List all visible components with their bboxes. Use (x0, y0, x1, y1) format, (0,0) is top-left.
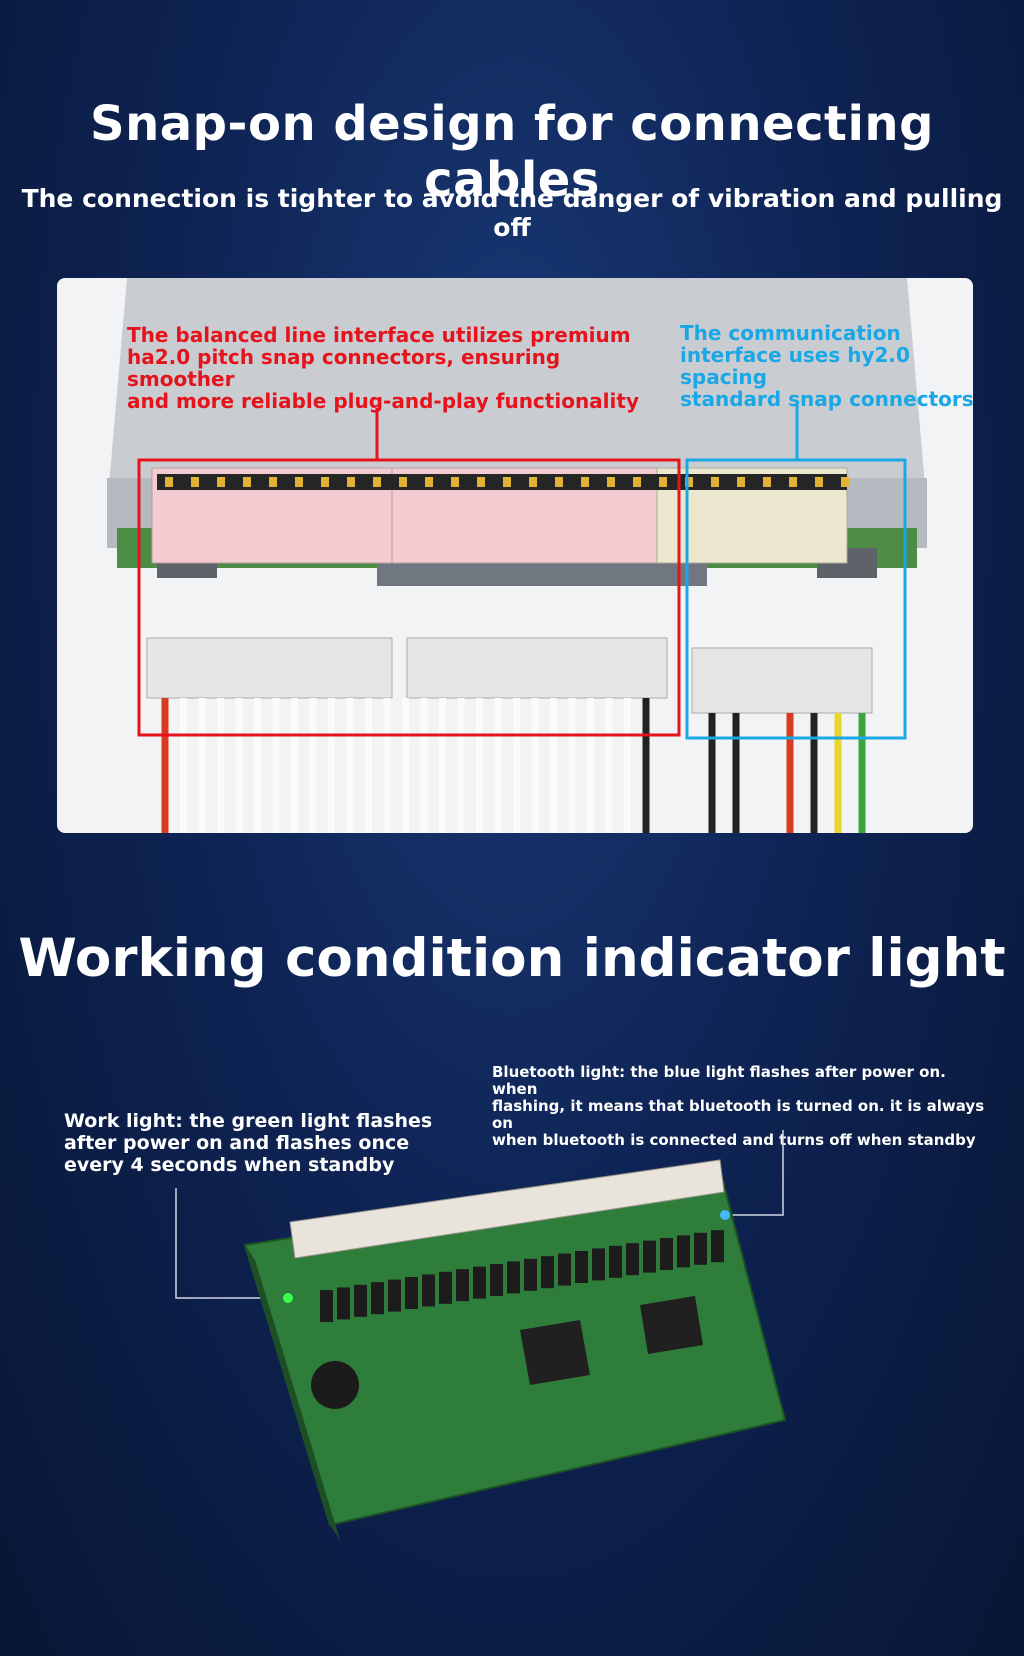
mosfet-chip (660, 1238, 673, 1270)
mosfet-chip (575, 1251, 588, 1283)
mosfet-chip (456, 1269, 469, 1302)
mosfet-chip (354, 1284, 367, 1317)
communication-annotation: The communication interface uses hy2.0 s… (680, 321, 974, 411)
connector-pin (165, 477, 173, 487)
connector-pin (789, 477, 797, 487)
connector-pin (555, 477, 563, 487)
connector-pin (659, 477, 667, 487)
connector-pin (321, 477, 329, 487)
connector-pin (451, 477, 459, 487)
mosfet-chip (422, 1274, 435, 1307)
connector-pin (243, 477, 251, 487)
connector-pin (191, 477, 199, 487)
mosfet-chip (490, 1264, 503, 1296)
green-led-icon (283, 1293, 293, 1303)
balanced-line-annotation: The balanced line interface utilizes pre… (127, 323, 639, 413)
mosfet-chip (388, 1279, 401, 1312)
mosfet-chip (711, 1230, 724, 1263)
mosfet-chip (541, 1256, 554, 1289)
connector-pin (763, 477, 771, 487)
connector-pin (269, 477, 277, 487)
section-subtitle-snap-on: The connection is tighter to avoid the d… (21, 184, 1003, 242)
mosfet-chip (524, 1258, 537, 1291)
connector-pin (737, 477, 745, 487)
mosfet-chip (558, 1253, 571, 1286)
mosfet-chip (473, 1266, 486, 1299)
mosfet-chip (507, 1261, 520, 1294)
connector-pin (711, 477, 719, 487)
connector-pin (399, 477, 407, 487)
mosfet-chip (371, 1282, 384, 1315)
connector-pin (373, 477, 381, 487)
connector-pin (503, 477, 511, 487)
connector-pin (581, 477, 589, 487)
section-title-indicator: Working condition indicator light (18, 928, 1006, 989)
connector-illustration (107, 278, 927, 833)
connector-pin (607, 477, 615, 487)
connector-pin (295, 477, 303, 487)
mosfet-chip (643, 1240, 656, 1273)
connector-pin (529, 477, 537, 487)
mosfet-chip (439, 1271, 452, 1304)
mosfet-chip (405, 1277, 418, 1309)
mosfet-chip (694, 1232, 707, 1265)
work-light-annotation: Work light: the green light flashes afte… (64, 1110, 433, 1176)
connector-pin (425, 477, 433, 487)
connector-pin (477, 477, 485, 487)
connector-pin (685, 477, 693, 487)
mosfet-chip (626, 1243, 639, 1276)
mosfet-chip (677, 1235, 690, 1268)
bluetooth-light-annotation: Bluetooth light: the blue light flashes … (492, 1063, 985, 1149)
connector-pin (347, 477, 355, 487)
mosfet-chip (609, 1245, 622, 1278)
section-title-snap-on: Snap-on design for connecting cables (90, 96, 934, 208)
connector-pin (217, 477, 225, 487)
mosfet-chip (320, 1290, 333, 1322)
connector-pin (815, 477, 823, 487)
blue-led-icon (720, 1210, 730, 1220)
mosfet-chip (337, 1287, 350, 1320)
mosfet-chip (592, 1248, 605, 1281)
connector-pin (633, 477, 641, 487)
connector-photo (57, 278, 973, 833)
connector-pin (841, 477, 849, 487)
work-light-leader (175, 1188, 285, 1299)
